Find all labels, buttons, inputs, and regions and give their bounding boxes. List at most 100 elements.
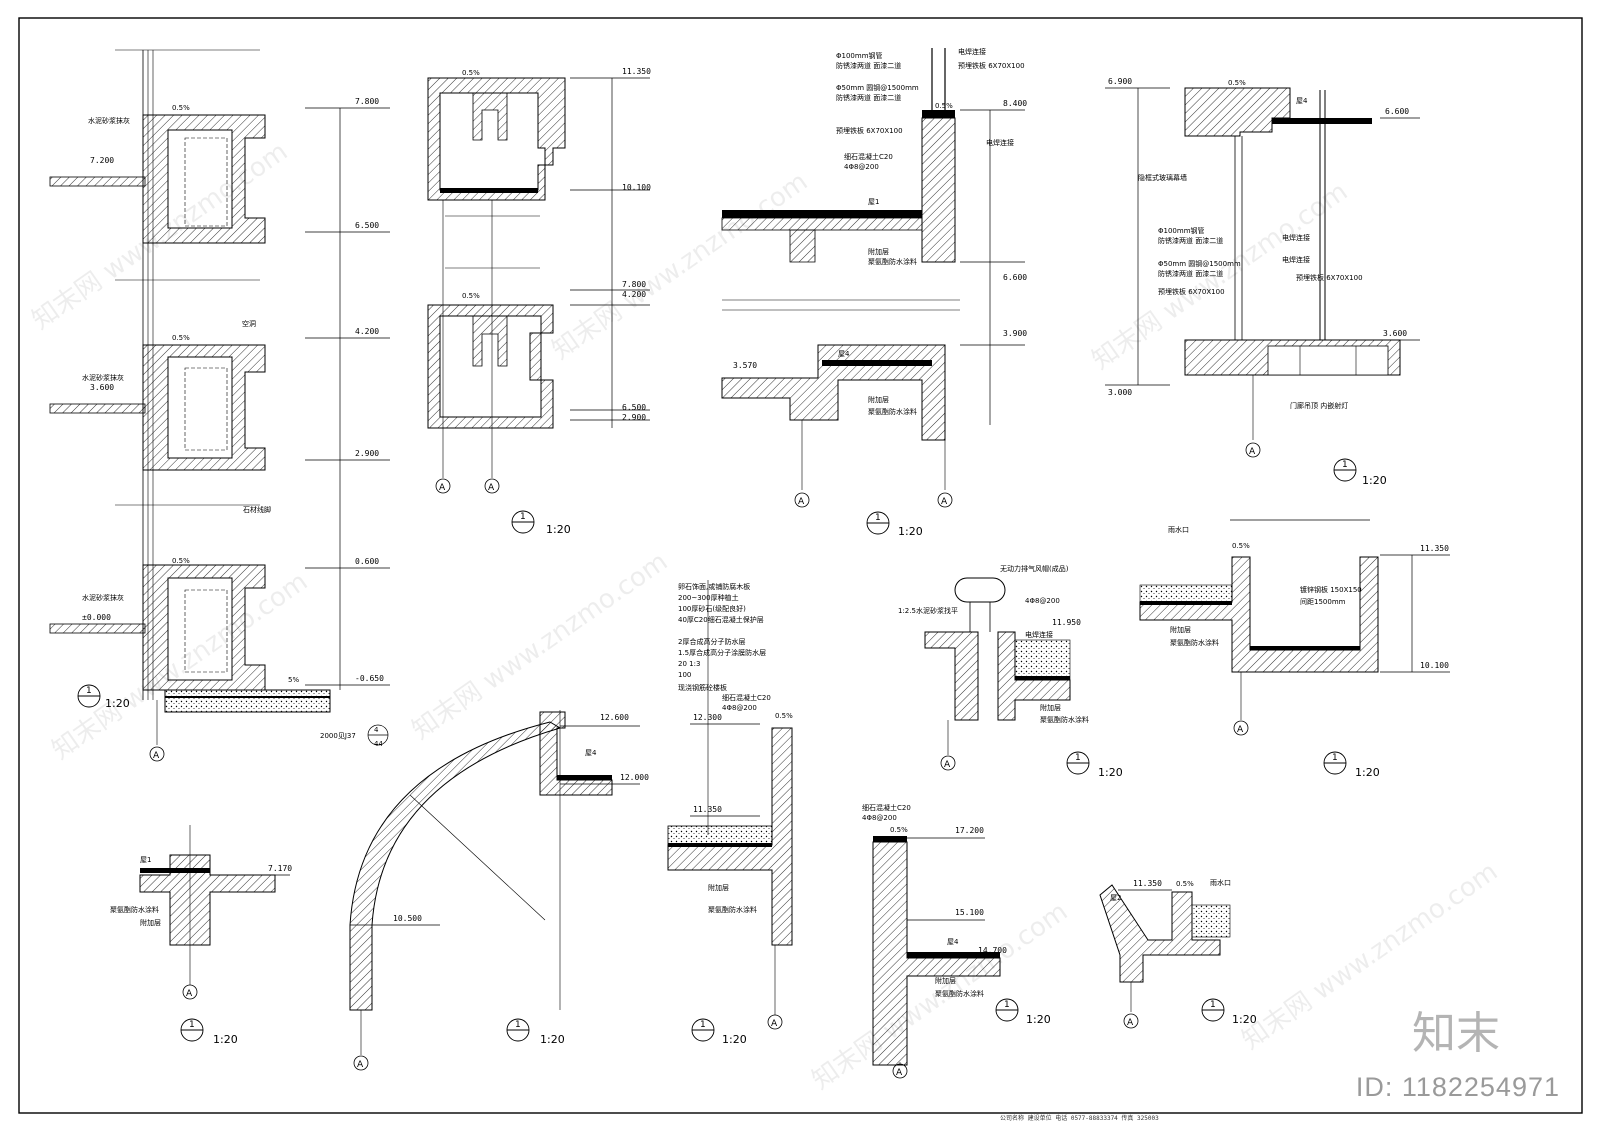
- detail-number: 1: [520, 512, 526, 522]
- slope-label: 0.5%: [1232, 542, 1250, 550]
- earth-note: 电焊连接: [1282, 255, 1310, 264]
- waterproof-note: 附加层: [868, 247, 889, 256]
- elev-m0650: -0.650: [355, 674, 384, 683]
- elev-2900: 2.900: [355, 449, 379, 458]
- layer-7: 20 1:3: [678, 660, 700, 668]
- elev-10100: 10.100: [622, 183, 651, 192]
- ref-note-2000: 2000见J37: [320, 732, 356, 740]
- watermark-text: 知末网 www.znzmo.com: [807, 897, 1073, 1096]
- slope-label: 0.5%: [462, 69, 480, 77]
- waterproof-note: 聚氨酯防水涂料: [935, 989, 984, 998]
- scale-label: 1:20: [1232, 1013, 1257, 1026]
- elev-11950: 11.950: [1052, 618, 1081, 627]
- image-id: ID: 1182254971: [1355, 1072, 1560, 1102]
- elev-2900: 2.900: [622, 413, 646, 422]
- detail-number: 1: [875, 513, 881, 523]
- pipe-note: Φ100mm钢管: [1158, 226, 1205, 235]
- waterproof-note: 聚氨酯防水涂料: [868, 257, 917, 266]
- axis-tag: A: [944, 760, 951, 770]
- elev-11350: 11.350: [1420, 544, 1449, 553]
- axis-tag: A: [186, 989, 193, 999]
- slope-label: 0.5%: [172, 557, 190, 565]
- scale-label: 1:20: [898, 525, 923, 538]
- detail-slab-joint: 7.170 屋1 聚氨酯防水涂料 附加层 A 1 1:20: [110, 825, 292, 1046]
- cover-note: 屋1: [868, 198, 879, 206]
- gutter-note: 石材线脚: [243, 505, 271, 514]
- layer-2: 200~300厚种植土: [678, 593, 739, 602]
- slope5-label: 5%: [288, 676, 299, 684]
- elev-8400: 8.400: [1003, 99, 1027, 108]
- waterproof-note: 附加层: [1040, 703, 1061, 712]
- axis-tag: A: [357, 1060, 364, 1070]
- axis-tag: A: [153, 751, 160, 761]
- earth-note: 电焊连接: [1025, 630, 1053, 639]
- waterproof-note: 聚氨酯防水涂料: [1170, 638, 1219, 647]
- axis-tag: A: [896, 1068, 903, 1078]
- pipe50-note: Φ50mm 圆钢@1500mm: [1158, 259, 1241, 268]
- earth-note: 电焊连接: [1282, 233, 1310, 242]
- elev-3570: 3.570: [733, 361, 757, 370]
- sheet-border: [18, 17, 1583, 1114]
- axis-tag: A: [488, 483, 495, 493]
- scale-label: 1:20: [540, 1033, 565, 1046]
- detail-number: 1: [515, 1020, 521, 1030]
- scale-label: 1:20: [1098, 766, 1123, 779]
- interval-note: 间距1500mm: [1300, 598, 1346, 606]
- detail-curved-edge: 12.600 12.000 10.500 屋4 A 1 1:20: [349, 710, 649, 1071]
- detail-number: 1: [1342, 460, 1348, 470]
- elev-12600: 12.600: [600, 713, 629, 722]
- slope-label: 0.5%: [172, 334, 190, 342]
- concrete-note: 细石混凝土C20: [862, 803, 911, 812]
- steel-plate-note: 预埋铁板 6X70X100: [836, 126, 903, 135]
- elev-4200: 4.200: [622, 290, 646, 299]
- slope-label: 0.5%: [935, 102, 953, 110]
- detail-vent-cap: A 无动力排气风帽(成品) 1:2.5水泥砂浆找平 4Φ8@200 电焊连接 1…: [898, 564, 1123, 779]
- pipe50-note: Φ50mm 圆钢@1500mm: [836, 83, 919, 92]
- cover-note: 屋4: [1296, 97, 1308, 105]
- paint-note: 防锈漆两道 面漆二道: [836, 61, 901, 70]
- elev-7170: 7.170: [268, 864, 292, 873]
- scale-label: 1:20: [722, 1033, 747, 1046]
- steel-note: 4Φ8@200: [1025, 597, 1060, 605]
- rail-note: 雨水口: [1210, 878, 1231, 887]
- waterproof-note: 聚氨酯防水涂料: [708, 905, 757, 914]
- elev-6900: 6.900: [1108, 77, 1132, 86]
- axis-tag: A: [1127, 1018, 1134, 1028]
- elev-0000: ±0.000: [82, 613, 111, 622]
- detail-number: 1: [86, 686, 92, 696]
- cover-note: 屋4: [585, 749, 597, 757]
- elev-6600: 6.600: [1003, 273, 1027, 282]
- scale-label: 1:20: [1362, 474, 1387, 487]
- concrete-note: 细石混凝土C20: [844, 152, 893, 161]
- axis-tag: A: [1237, 725, 1244, 735]
- earth-note: 电焊连接: [958, 47, 986, 56]
- vent-note: 无动力排气风帽(成品): [1000, 564, 1069, 573]
- mortar-note: 水泥砂浆抹灰: [82, 593, 124, 602]
- elev-3600: 3.600: [90, 383, 114, 392]
- elev-15100: 15.100: [955, 908, 984, 917]
- waterproof-note: 聚氨酯防水涂料: [1040, 715, 1089, 724]
- mortar25-note: 1:2.5水泥砂浆找平: [898, 606, 958, 615]
- elev-6600: 6.600: [1385, 107, 1409, 116]
- ref-top: 4: [374, 726, 379, 734]
- title-block-footer: 公司名称 建设单位 电话 0577-88833374 传真 325003: [1000, 1115, 1159, 1122]
- mortar-note: 水泥砂浆抹灰: [88, 116, 130, 125]
- hollow-note: 空洞: [242, 319, 256, 328]
- scale-label: 1:20: [1026, 1013, 1051, 1026]
- elev-4200: 4.200: [355, 327, 379, 336]
- waterproof-note: 聚氨酯防水涂料: [110, 905, 159, 914]
- cover-note: 屋4: [947, 938, 959, 946]
- axis-tag: A: [439, 483, 446, 493]
- steel-plate-note: 预埋铁板 6X70X100: [1158, 287, 1225, 296]
- rail-note: 雨水口: [1168, 525, 1189, 534]
- detail-gutter: 11.350 10.100 0.5% 雨水口 镀锌钢板 150X150 间距15…: [1139, 519, 1450, 779]
- layer-6: 1.5厚合成高分子涂膜防水层: [678, 648, 766, 657]
- waterproof-note: 附加层: [868, 395, 889, 404]
- slope-label: 0.5%: [890, 826, 908, 834]
- axis-tag: A: [798, 497, 805, 507]
- curtain-note: 隐框式玻璃幕墙: [1138, 173, 1187, 182]
- layer-5: 2厚合成高分子防水层: [678, 637, 745, 646]
- layer-1: 卵石饰面,或铺防腐木板: [678, 582, 750, 591]
- bolt-note: 4Φ8@200: [844, 163, 879, 171]
- detail-number: 1: [1004, 1000, 1010, 1010]
